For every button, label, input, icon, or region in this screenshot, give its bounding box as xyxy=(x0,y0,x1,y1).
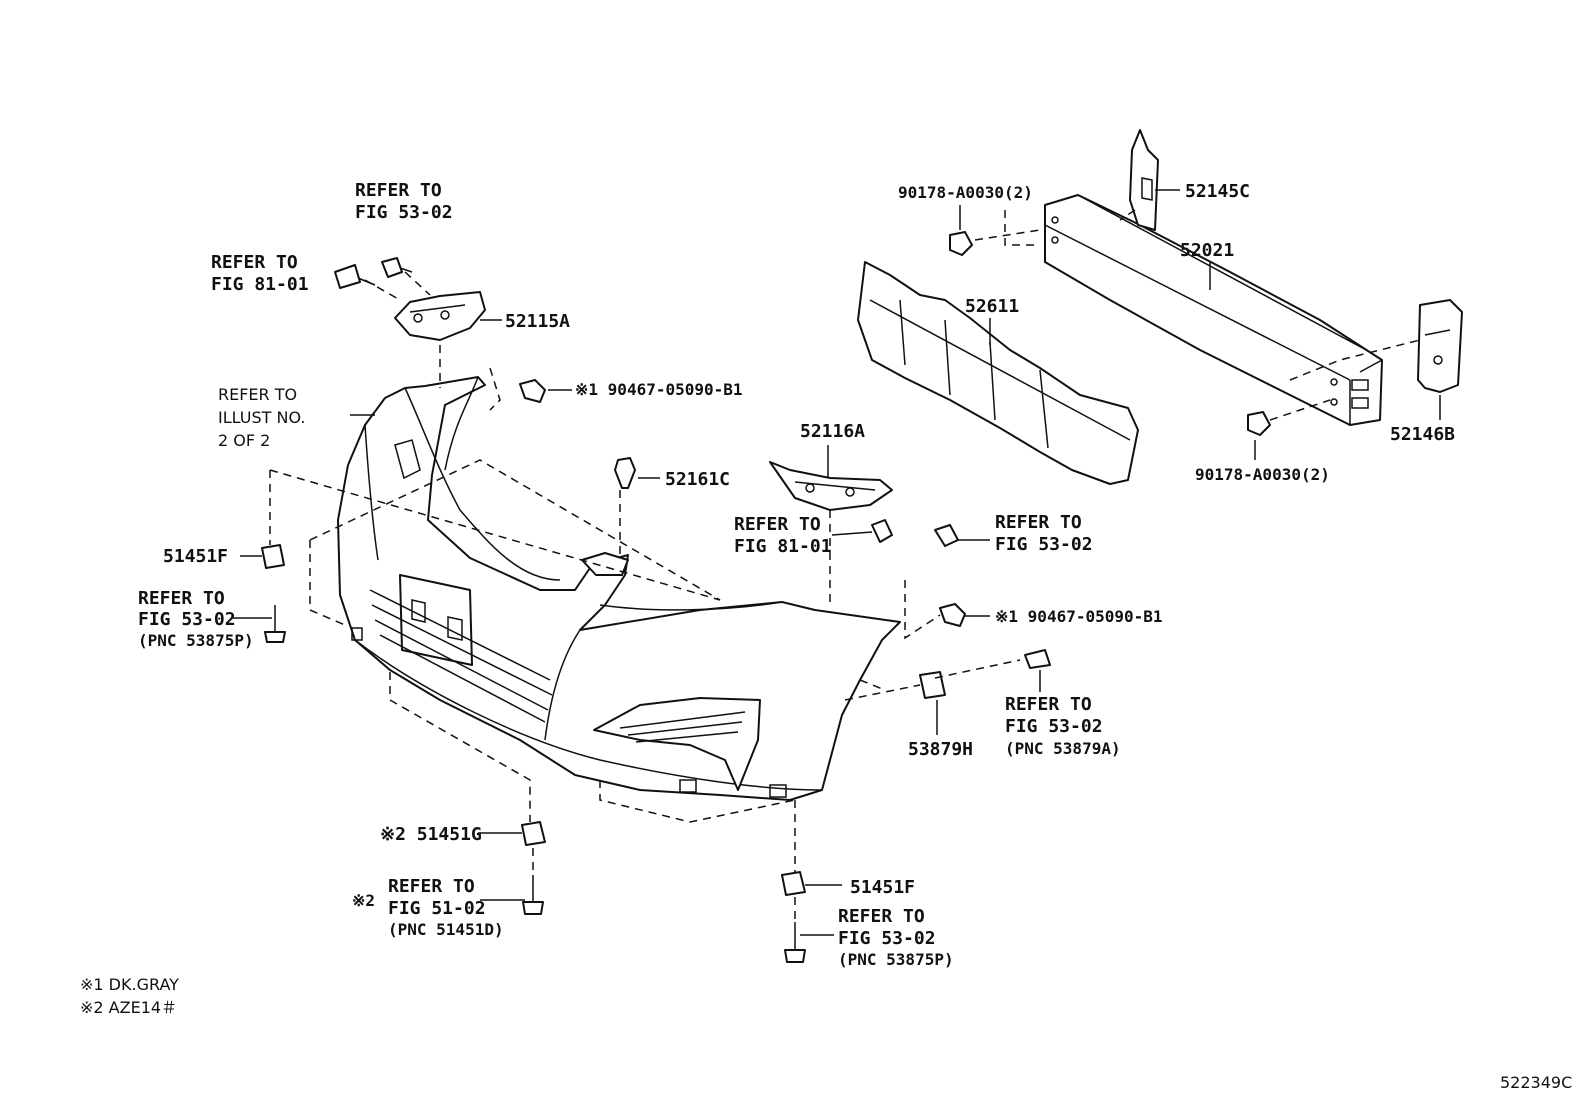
screw-fig5302-mid xyxy=(934,524,959,547)
part-number-51451G: ※2 51451G xyxy=(380,824,482,845)
bumper-reinforcement-52021 xyxy=(1044,194,1383,426)
label-line: FIG 51-02 xyxy=(388,898,486,919)
label-line: FIG 53-02 xyxy=(995,534,1093,555)
label-line: (PNC 51451D) xyxy=(388,920,504,939)
part-number-90467-lower: ※1 90467-05090-B1 xyxy=(995,607,1163,626)
label-refer-fig5302-top: REFER TO FIG 53-02 xyxy=(355,180,453,223)
label-line: FIG 53-02 xyxy=(838,928,936,949)
legend: ※1 DK.GRAY ※2 AZE14＃ xyxy=(80,975,179,1017)
label-line: REFER TO xyxy=(355,180,442,201)
screw-53879A xyxy=(1024,649,1051,669)
label-line: REFER TO xyxy=(211,252,298,273)
part-number-52021: 52021 xyxy=(1180,240,1234,261)
part-number-52611: 52611 xyxy=(965,296,1019,317)
reinforcement-bracket-52145C xyxy=(1129,129,1159,231)
label-line: FIG 81-01 xyxy=(734,536,832,557)
label-line: FIG 53-02 xyxy=(138,609,236,630)
screw-53875P-bottom xyxy=(784,922,806,963)
part-number-52115A: 52115A xyxy=(505,311,570,332)
clip-51451G xyxy=(521,821,546,846)
energy-absorber-52611 xyxy=(857,261,1139,485)
label-refer-fig5302-left: REFER TO FIG 53-02 (PNC 53875P) xyxy=(138,588,254,650)
fastener-nut-top xyxy=(949,231,973,256)
part-number-52145C: 52145C xyxy=(1185,181,1250,202)
bolt-fig8101-mid xyxy=(871,519,893,543)
label-refer-fig5302-53879A: REFER TO FIG 53-02 (PNC 53879A) xyxy=(1005,694,1121,758)
label-line: REFER TO xyxy=(388,876,475,897)
bumper-retainer-left-52115A xyxy=(394,291,486,341)
part-number-52146B: 52146B xyxy=(1390,424,1455,445)
reinforcement-bracket-52146B xyxy=(1417,299,1463,393)
label-line: REFER TO xyxy=(734,514,821,535)
part-number-52116A: 52116A xyxy=(800,421,865,442)
label-line: REFER TO xyxy=(838,906,925,927)
label-line: FIG 53-02 xyxy=(1005,716,1103,737)
label-refer-fig8101-mid: REFER TO FIG 81-01 xyxy=(734,514,832,557)
part-number-51451F-bottom: 51451F xyxy=(850,877,915,898)
label-line: REFER TO xyxy=(218,385,297,404)
label-refer-fig5302-bottom: REFER TO FIG 53-02 (PNC 53875P) xyxy=(838,906,954,969)
fastener-nut-bottom xyxy=(1247,411,1271,436)
part-number-52161C: 52161C xyxy=(665,469,730,490)
label-line: ※2 xyxy=(352,891,375,910)
part-number-90178-bottom: 90178-A0030(2) xyxy=(1195,465,1330,484)
label-line: 2 OF 2 xyxy=(218,431,270,450)
label-refer-illust: REFER TO ILLUST NO. 2 OF 2 xyxy=(218,385,305,450)
label-line: FIG 81-01 xyxy=(211,274,309,295)
label-line: REFER TO xyxy=(1005,694,1092,715)
label-line: ILLUST NO. xyxy=(218,408,305,427)
clip-51451F-bottom xyxy=(781,871,806,896)
retainer-53879H xyxy=(919,671,946,699)
label-line: (PNC 53875P) xyxy=(838,950,954,969)
fastener-screw-fig5302-top xyxy=(381,257,413,278)
clip-90467-upper xyxy=(519,379,546,403)
assembly-lines xyxy=(269,209,1421,920)
legend-note-2: ※2 AZE14＃ xyxy=(80,998,177,1017)
leader-lines xyxy=(232,189,1441,936)
bumper-retainer-right-52116A xyxy=(769,461,893,511)
label-line: FIG 53-02 xyxy=(355,202,453,223)
clip-90467-lower xyxy=(939,603,966,627)
label-refer-fig5302-mid: REFER TO FIG 53-02 xyxy=(995,512,1093,555)
clip-52161C xyxy=(614,457,636,489)
label-line: REFER TO xyxy=(138,588,225,609)
label-refer-fig8101-left: REFER TO FIG 81-01 xyxy=(211,252,309,295)
screw-51451D xyxy=(522,875,544,915)
label-line: (PNC 53875P) xyxy=(138,631,254,650)
fastener-bolt-fig8101-left xyxy=(334,264,376,289)
screw-53875P-left xyxy=(264,605,286,643)
part-number-90178-top: 90178-A0030(2) xyxy=(898,183,1033,202)
label-line: REFER TO xyxy=(995,512,1082,533)
part-number-53879H: 53879H xyxy=(908,739,973,760)
legend-note-1: ※1 DK.GRAY xyxy=(80,975,179,994)
part-number-51451F-left: 51451F xyxy=(163,546,228,567)
diagram-id: 522349C xyxy=(1500,1073,1572,1092)
clip-51451F-left xyxy=(261,544,285,569)
label-refer-fig5102: ※2 REFER TO FIG 51-02 (PNC 51451D) xyxy=(352,876,504,939)
label-line: (PNC 53879A) xyxy=(1005,739,1121,758)
front-bumper-cover xyxy=(337,376,901,801)
part-number-90467-upper: ※1 90467-05090-B1 xyxy=(575,380,743,399)
